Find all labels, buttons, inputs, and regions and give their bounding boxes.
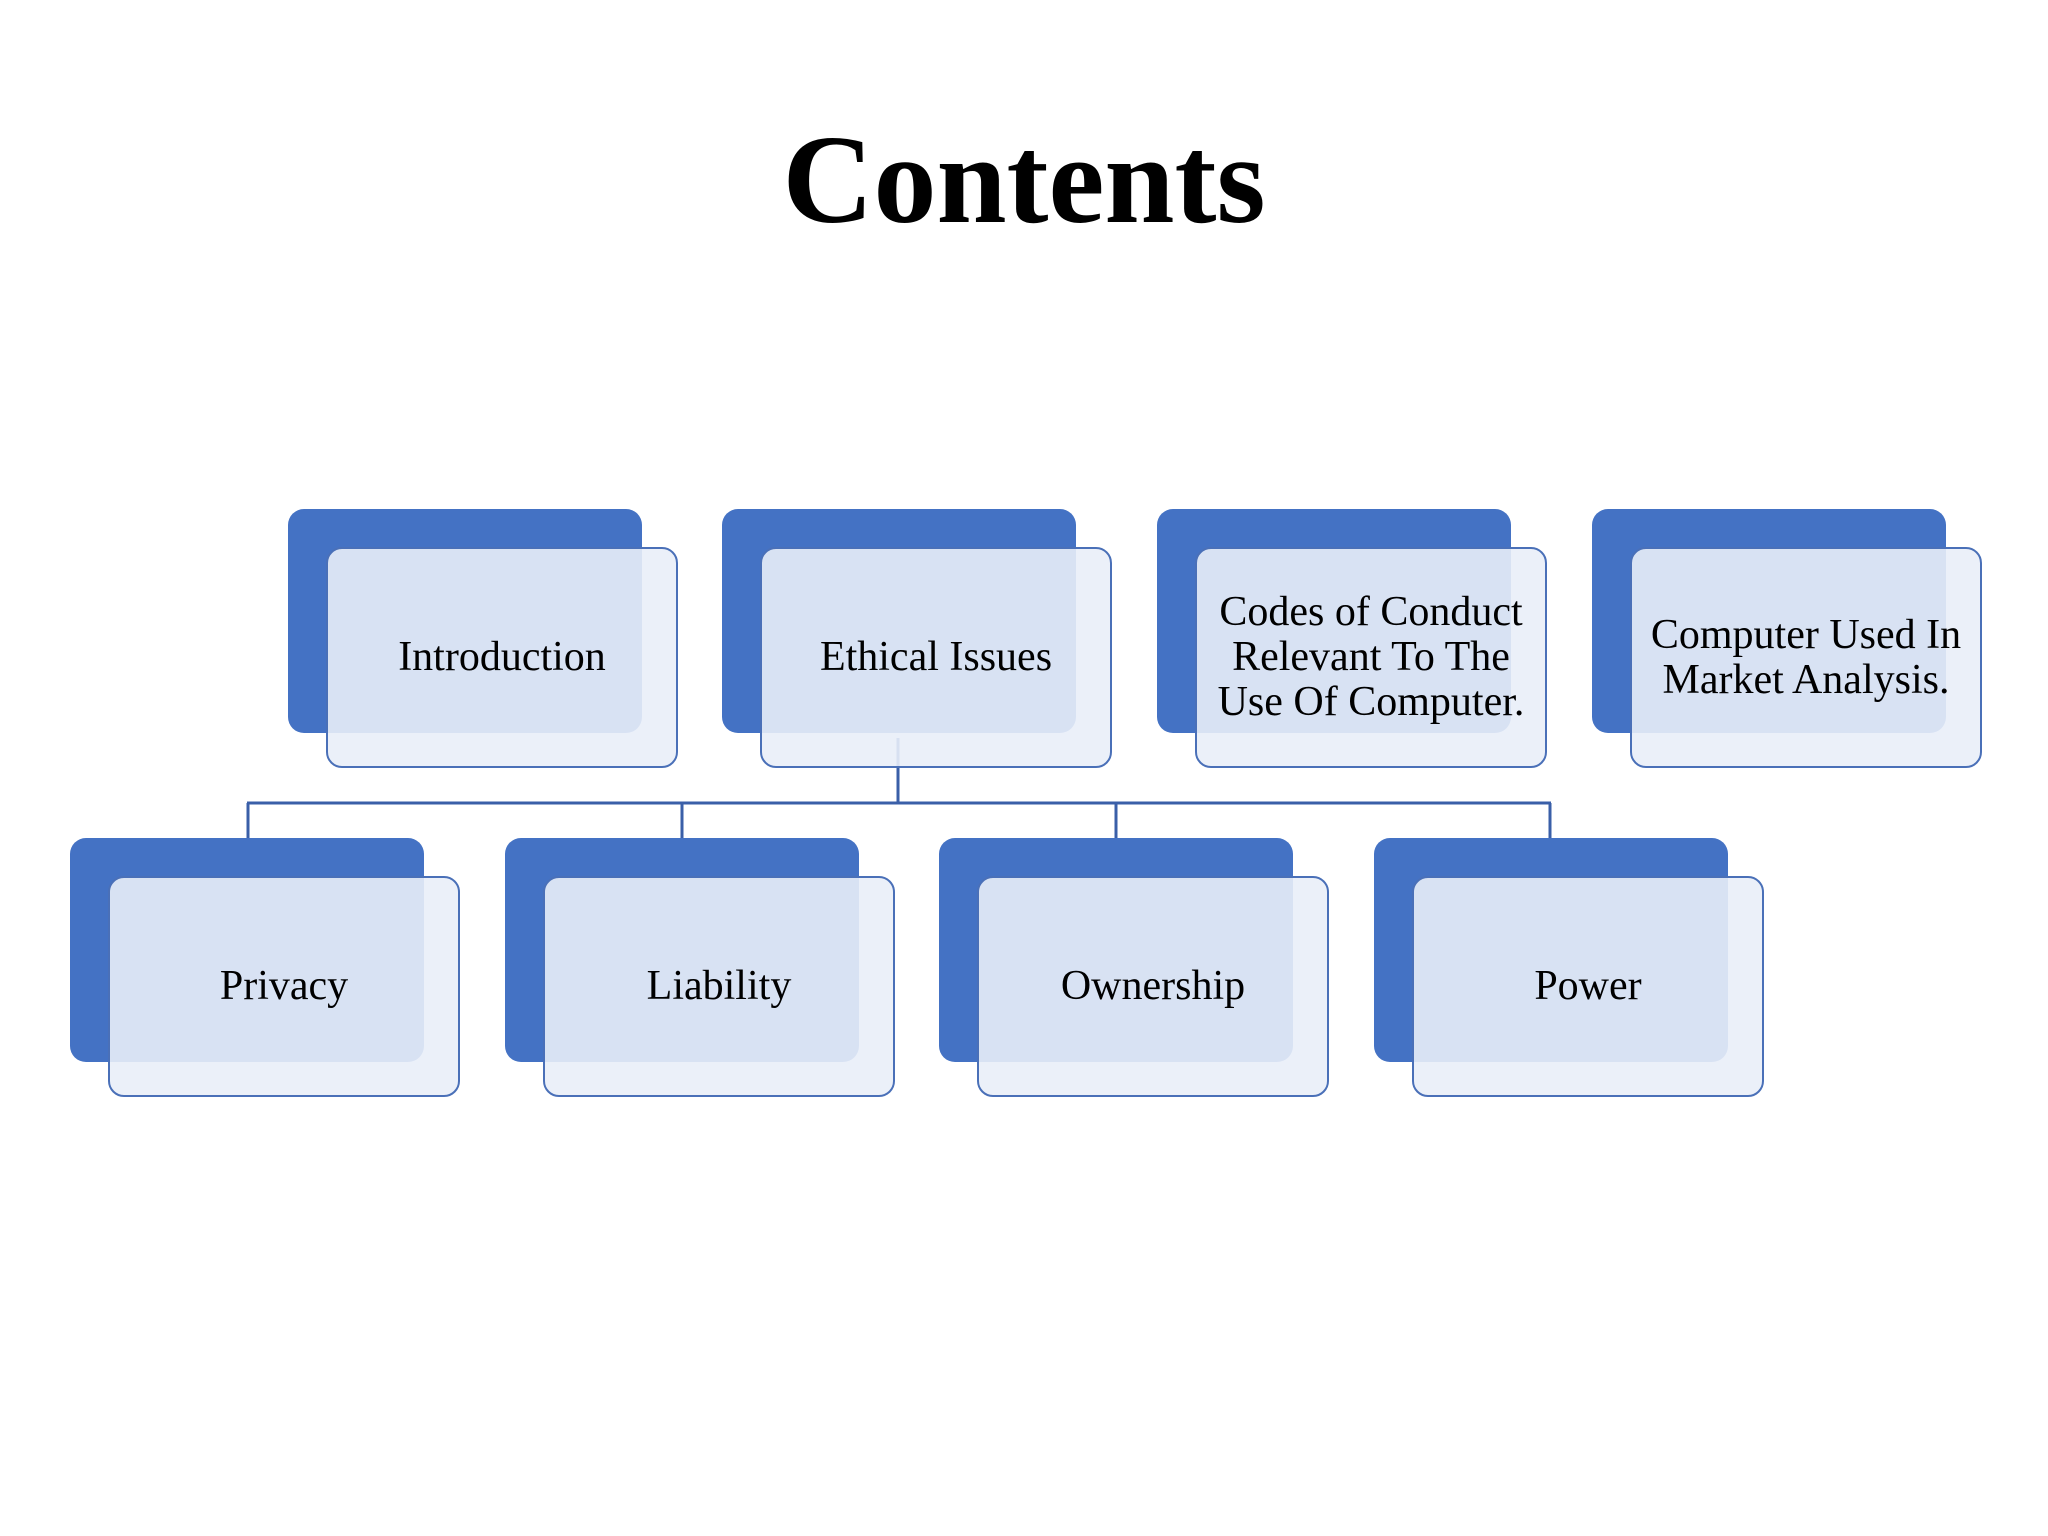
node-ownership: Ownership xyxy=(939,838,1333,1101)
node-label: Liability xyxy=(646,963,792,1010)
node-card: Codes of Conduct Relevant To The Use Of … xyxy=(1195,547,1547,768)
node-ethical-issues: Ethical Issues xyxy=(722,509,1116,772)
node-label: Privacy xyxy=(219,963,349,1010)
node-card: Introduction xyxy=(326,547,678,768)
node-card: Liability xyxy=(543,876,895,1097)
node-label: Ownership xyxy=(1060,963,1246,1010)
node-power: Power xyxy=(1374,838,1768,1101)
node-label: Power xyxy=(1534,963,1642,1010)
node-computer-market-analysis: Computer Used In Market Analysis. xyxy=(1592,509,1986,772)
node-card: Privacy xyxy=(108,876,460,1097)
node-codes-of-conduct: Codes of Conduct Relevant To The Use Of … xyxy=(1157,509,1551,772)
node-label: Codes of Conduct Relevant To The Use Of … xyxy=(1217,589,1525,725)
node-card: Ownership xyxy=(977,876,1329,1097)
node-label: Ethical Issues xyxy=(819,634,1053,681)
node-liability: Liability xyxy=(505,838,899,1101)
node-label: Computer Used In Market Analysis. xyxy=(1650,611,1962,703)
node-label: Introduction xyxy=(398,634,606,681)
node-card: Computer Used In Market Analysis. xyxy=(1630,547,1982,768)
node-privacy: Privacy xyxy=(70,838,464,1101)
node-card: Power xyxy=(1412,876,1764,1097)
node-introduction: Introduction xyxy=(288,509,682,772)
page-title: Contents xyxy=(782,111,1266,250)
node-card: Ethical Issues xyxy=(760,547,1112,768)
